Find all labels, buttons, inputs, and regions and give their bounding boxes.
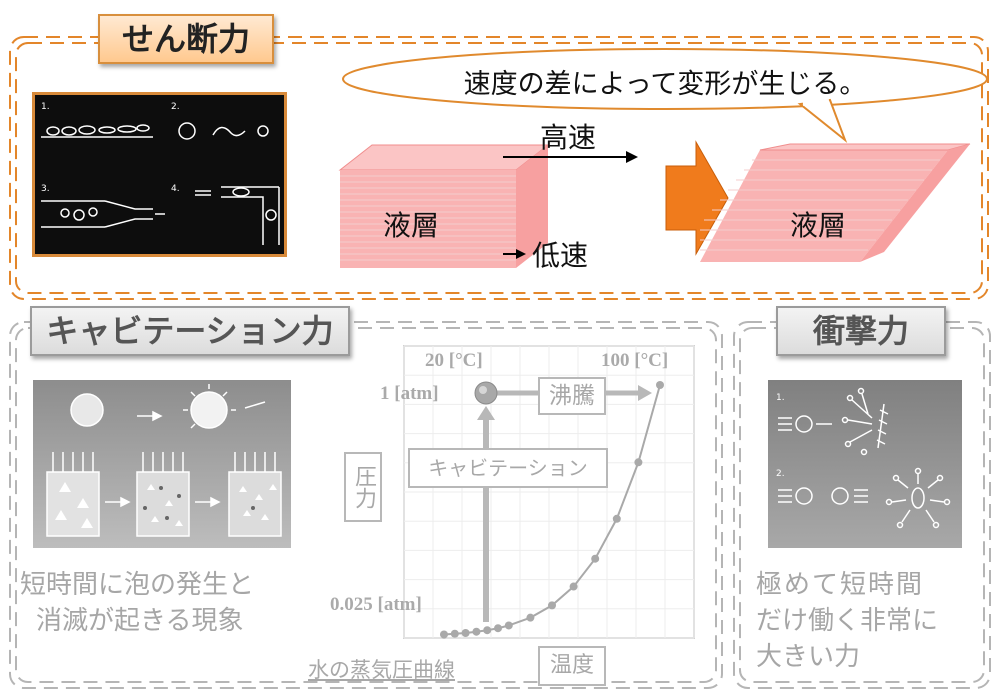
layer-label-left: 液層 (383, 209, 440, 242)
data-point (569, 582, 578, 591)
shear-title: せん断力 (98, 14, 274, 64)
data-point (494, 624, 502, 633)
impact-description-line1: 極めて短時間 (756, 570, 925, 600)
impact-photo-number-1: 1. (776, 393, 785, 403)
data-point (656, 381, 664, 389)
cavitation-photo-drawing (46, 384, 282, 537)
data-point (526, 613, 535, 622)
data-point (472, 627, 481, 636)
data-point (461, 628, 470, 637)
cavitation-arrow-head (477, 406, 495, 420)
data-point (504, 621, 513, 630)
cavitation-label: キャビテーション (408, 448, 608, 488)
speech-bubble-text: 速度の差によって変形が生じる。 (463, 69, 867, 100)
cavitation-title: キャビテーション力 (30, 306, 350, 356)
cavitation-photo (33, 380, 291, 548)
impact-description-line2: だけ働く非常に (756, 606, 939, 636)
data-point (634, 458, 643, 467)
state-point-20c (474, 381, 498, 405)
photo-number-1: 1. (41, 102, 50, 112)
impact-photo-number-2: 2. (776, 469, 785, 479)
cavitation-description-line1: 短時間に泡の発生と (20, 570, 255, 600)
photo-number-2: 2. (171, 102, 180, 112)
boiling-arrow-head (638, 385, 652, 401)
impact-title: 衝撃力 (776, 306, 946, 356)
cavitation-description-line2: 消滅が起きる現象 (36, 606, 244, 636)
shear-diagram (338, 140, 971, 268)
label-20c: 20 [°C] (425, 350, 483, 371)
shear-photo: 1. 2. 3. 4. (32, 92, 287, 257)
liquid-layer-stack-right (700, 143, 971, 262)
slow-label: 低速 (532, 239, 589, 272)
label-1atm: 1 [atm] (380, 383, 439, 404)
transform-arrow (665, 140, 729, 256)
impact-photo-drawing: 1. 2. (776, 387, 951, 529)
chart-caption: 水の蒸気圧曲線 (308, 658, 455, 682)
layer-label-right: 液層 (790, 209, 847, 242)
chart-series (440, 381, 664, 639)
data-point (612, 514, 621, 523)
slow-arrow-head (516, 249, 526, 259)
data-point (450, 629, 459, 638)
speech-bubble-shape (342, 48, 988, 144)
data-point (440, 630, 448, 639)
fast-arrow-head (626, 151, 638, 163)
impact-photo: 1. 2. (768, 380, 962, 548)
shear-photo-drawing: 1. 2. 3. 4. (41, 102, 280, 245)
data-point (483, 626, 492, 635)
x-axis-label: 温度 (538, 646, 606, 686)
label-100c: 100 [°C] (601, 350, 669, 371)
fast-label: 高速 (540, 121, 597, 154)
impact-description-line3: 大きい力 (756, 642, 861, 672)
y-axis-label: 圧力 (344, 452, 382, 522)
label-0025atm: 0.025 [atm] (330, 594, 422, 615)
state-point-highlight (479, 386, 487, 394)
boiling-label: 沸騰 (538, 377, 606, 415)
data-point (548, 601, 556, 610)
photo-number-4: 4. (171, 184, 180, 194)
data-point (591, 554, 600, 563)
photo-number-3: 3. (41, 184, 50, 194)
liquid-layer-stack-left (338, 144, 550, 268)
